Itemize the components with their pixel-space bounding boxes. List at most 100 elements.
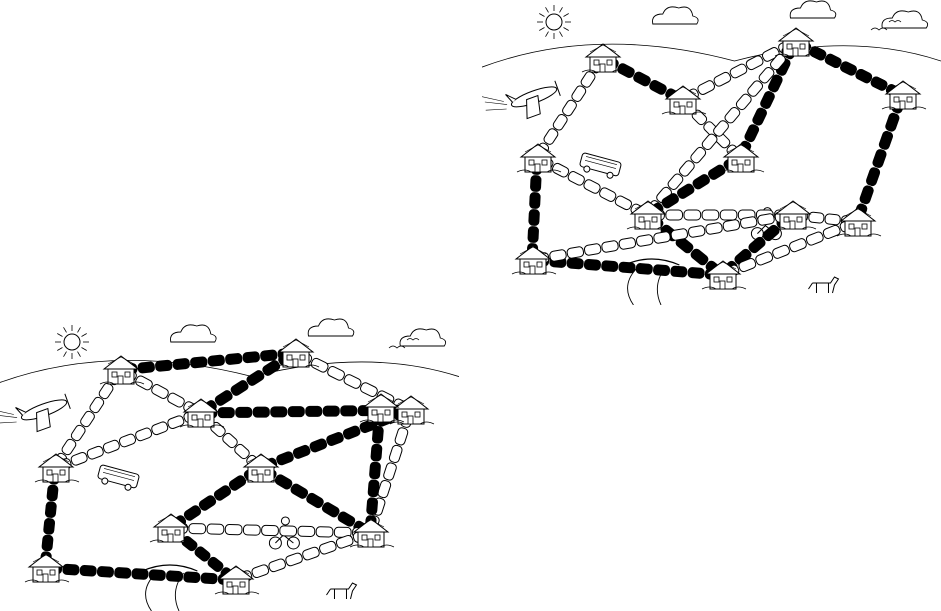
airplane-icon bbox=[482, 70, 564, 132]
black-stone bbox=[372, 426, 383, 443]
white-stone bbox=[713, 71, 732, 88]
white-stone bbox=[151, 421, 169, 436]
door-icon bbox=[293, 359, 298, 367]
window-icon bbox=[674, 102, 679, 107]
white-stone bbox=[318, 540, 337, 555]
white-stone bbox=[825, 214, 841, 226]
black-stone bbox=[184, 572, 201, 583]
window-icon bbox=[60, 470, 65, 475]
black-stone bbox=[688, 267, 705, 278]
black-stone bbox=[42, 535, 53, 551]
sun-ray bbox=[564, 28, 569, 31]
door-icon bbox=[378, 414, 383, 422]
black-stone bbox=[865, 167, 880, 187]
cloud-outline bbox=[308, 319, 354, 336]
black-stone bbox=[878, 130, 893, 150]
door-icon bbox=[408, 416, 413, 424]
white-stone bbox=[280, 526, 297, 536]
black-stone bbox=[230, 379, 250, 397]
white-stone bbox=[720, 210, 737, 220]
door-icon bbox=[530, 266, 535, 274]
black-stone bbox=[213, 484, 232, 502]
black-stone bbox=[138, 362, 155, 374]
sun-ray bbox=[560, 7, 563, 12]
house-icon bbox=[25, 554, 69, 582]
black-stone bbox=[859, 185, 874, 205]
black-stone bbox=[228, 474, 247, 492]
black-stone bbox=[218, 408, 234, 418]
illustration-bottom-left bbox=[0, 318, 459, 611]
window-icon bbox=[529, 160, 534, 165]
black-stone bbox=[260, 350, 277, 362]
black-path bbox=[527, 158, 542, 259]
sun-ray bbox=[539, 14, 544, 17]
window-icon bbox=[800, 44, 805, 49]
sun-ray bbox=[564, 14, 569, 17]
black-stone bbox=[45, 502, 56, 518]
black-stone bbox=[752, 107, 768, 127]
map-drawing bbox=[482, 0, 941, 305]
door-icon bbox=[233, 586, 238, 594]
map-drawing bbox=[0, 318, 459, 611]
cloud-icon bbox=[652, 7, 698, 24]
house-roof bbox=[776, 201, 810, 214]
black-stone bbox=[305, 492, 325, 509]
black-stone bbox=[368, 480, 379, 497]
black-path bbox=[793, 38, 903, 99]
white-stone bbox=[167, 415, 185, 430]
black-stone bbox=[872, 148, 887, 168]
black-stone bbox=[342, 425, 361, 440]
door-icon bbox=[855, 228, 860, 236]
window-icon bbox=[125, 372, 130, 377]
window-icon bbox=[727, 277, 732, 282]
white-stone bbox=[702, 210, 719, 220]
black-stone bbox=[326, 431, 345, 446]
white-stone bbox=[808, 212, 824, 224]
sun-ray bbox=[82, 334, 87, 337]
white-stone bbox=[584, 243, 602, 256]
white-stone bbox=[614, 195, 633, 211]
window-icon bbox=[252, 470, 257, 475]
window-icon bbox=[607, 60, 612, 65]
white-stone bbox=[268, 558, 287, 573]
door-icon bbox=[600, 64, 605, 72]
white-stone bbox=[302, 546, 321, 561]
door-icon bbox=[198, 419, 203, 427]
black-stone bbox=[243, 351, 260, 363]
sun-disc bbox=[546, 14, 562, 30]
black-stone bbox=[632, 71, 651, 88]
black-path bbox=[40, 468, 60, 568]
horse-icon bbox=[326, 583, 356, 599]
black-stone bbox=[321, 501, 341, 518]
sun-ray bbox=[539, 28, 544, 31]
white-stone bbox=[729, 63, 748, 80]
white-path bbox=[171, 523, 370, 538]
white-stone bbox=[567, 246, 585, 259]
airplane-icon bbox=[0, 383, 74, 445]
window-icon bbox=[375, 535, 380, 540]
house-roof bbox=[841, 208, 875, 221]
illustration-top-right bbox=[482, 0, 941, 305]
black-stone bbox=[616, 62, 635, 79]
sun-ray bbox=[546, 7, 549, 12]
white-stone bbox=[134, 427, 152, 442]
window-icon bbox=[687, 102, 692, 107]
window-icon bbox=[300, 355, 305, 360]
white-stone bbox=[570, 84, 587, 103]
black-stone bbox=[744, 123, 760, 143]
cloud-icon bbox=[790, 1, 836, 18]
black-path bbox=[45, 563, 234, 585]
black-stone bbox=[824, 53, 843, 69]
black-stone bbox=[97, 566, 114, 577]
black-stone bbox=[367, 498, 378, 515]
white-stone bbox=[582, 178, 601, 194]
white-stone bbox=[70, 451, 88, 466]
black-stone bbox=[885, 112, 900, 132]
white-stone bbox=[636, 234, 654, 247]
motion-lines bbox=[482, 88, 508, 117]
black-stone bbox=[759, 90, 775, 110]
white-stone bbox=[166, 392, 185, 409]
bus-icon bbox=[578, 153, 621, 181]
black-stone bbox=[707, 164, 726, 181]
door-icon bbox=[43, 574, 48, 582]
